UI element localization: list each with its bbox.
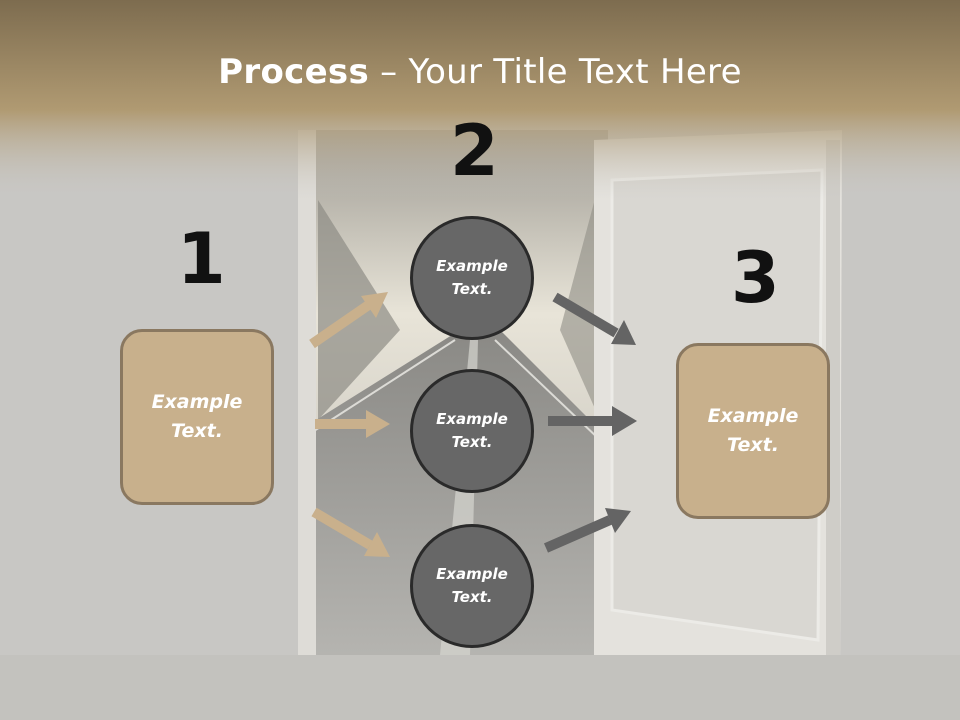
right-step-box: Example Text. xyxy=(676,343,830,519)
circle-top-line2: Text. xyxy=(451,280,493,298)
circle-bottom-line2: Text. xyxy=(451,588,493,606)
left-step-box: Example Text. xyxy=(120,329,274,505)
slide-title: Process – Your Title Text Here xyxy=(0,52,960,92)
left-box-line1: Example xyxy=(151,391,243,413)
circle-step-bottom: Example Text. xyxy=(410,524,534,648)
step-number-1: 1 xyxy=(177,218,226,300)
circle-middle-line1: Example xyxy=(436,410,508,428)
step-number-2: 2 xyxy=(450,110,499,192)
title-bold: Process xyxy=(218,52,370,92)
left-box-line2: Text. xyxy=(171,420,223,442)
circle-middle-line2: Text. xyxy=(451,433,493,451)
title-rest: – Your Title Text Here xyxy=(369,52,742,92)
circle-bottom-line1: Example xyxy=(436,565,508,583)
circle-top-line1: Example xyxy=(436,257,508,275)
right-box-line1: Example xyxy=(707,405,799,427)
step-number-3: 3 xyxy=(731,237,780,319)
circle-step-top: Example Text. xyxy=(410,216,534,340)
right-box-line2: Text. xyxy=(727,434,779,456)
circle-step-middle: Example Text. xyxy=(410,369,534,493)
